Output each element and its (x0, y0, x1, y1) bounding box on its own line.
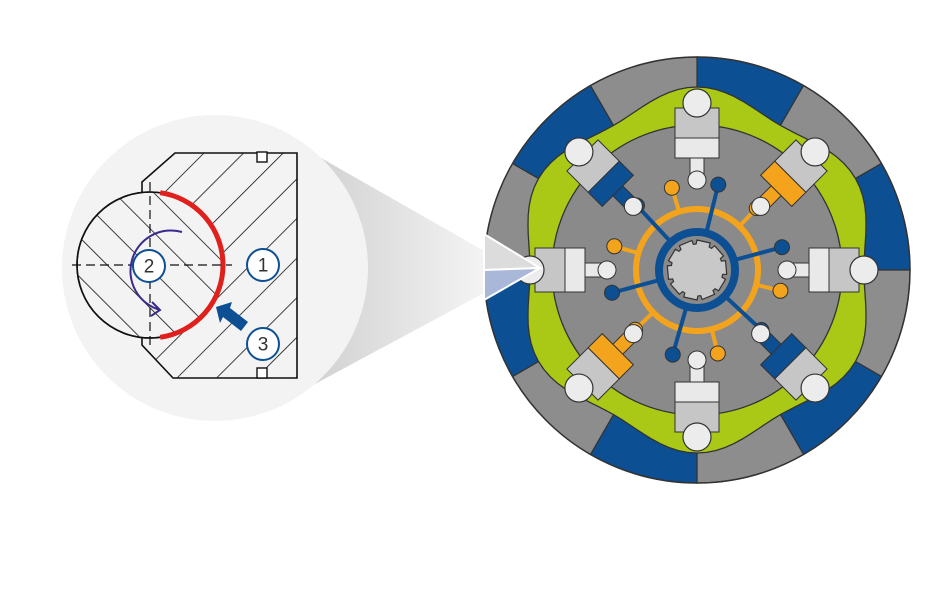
marker-square-bottom (256, 367, 268, 379)
splined-shaft (666, 239, 728, 301)
piston-base (674, 137, 720, 159)
piston-port (597, 260, 617, 280)
blue-port-line (611, 277, 661, 295)
orange-port (663, 179, 680, 196)
orange-port (772, 282, 789, 299)
piston-base (564, 247, 586, 293)
piston (674, 350, 720, 452)
label-3-text: 3 (258, 335, 269, 356)
pressure-arrow-icon (216, 302, 248, 331)
blue-port-line (635, 204, 673, 244)
piston-base (808, 247, 830, 293)
blue-port (664, 346, 681, 363)
blue-port (710, 176, 727, 193)
piston (751, 324, 830, 403)
piston-port (751, 196, 771, 216)
label-3: 3 (246, 327, 280, 361)
blue-port-line (704, 184, 721, 234)
label-2: 2 (132, 249, 166, 283)
piston-roller (800, 373, 830, 403)
piston-roller (564, 373, 594, 403)
piston-roller (800, 137, 830, 167)
blue-port (603, 284, 620, 301)
piston-port (623, 324, 643, 344)
label-1: 1 (246, 248, 280, 282)
piston (564, 137, 643, 216)
orange-port (709, 345, 726, 362)
piston-port (777, 260, 797, 280)
piston-roller (682, 88, 712, 118)
piston-port (687, 170, 707, 190)
piston-port (623, 196, 643, 216)
piston-roller (849, 255, 879, 285)
low-pressure-ring (633, 206, 761, 334)
blue-port-line (723, 294, 763, 332)
piston-base (674, 381, 720, 403)
piston-port (687, 350, 707, 370)
piston (674, 88, 720, 190)
radial-piston-motor (483, 56, 911, 484)
blue-port-line (670, 305, 689, 356)
detail-section-view: 1 2 3 (72, 151, 298, 379)
rotation-arrow-icon (129, 229, 183, 317)
focus-wedge-lower (483, 267, 541, 302)
label-1-text: 1 (258, 256, 269, 277)
seal-gap (159, 190, 226, 340)
high-pressure-ring (655, 228, 739, 312)
piston (777, 247, 879, 293)
piston (751, 137, 830, 216)
piston (564, 324, 643, 403)
marker-square-top (256, 151, 268, 163)
orange-port (606, 238, 623, 255)
blue-port-line (733, 245, 783, 263)
blue-port (774, 239, 791, 256)
piston-port (751, 324, 771, 344)
piston-roller (682, 422, 712, 452)
piston-roller (564, 137, 594, 167)
label-2-text: 2 (144, 257, 155, 278)
